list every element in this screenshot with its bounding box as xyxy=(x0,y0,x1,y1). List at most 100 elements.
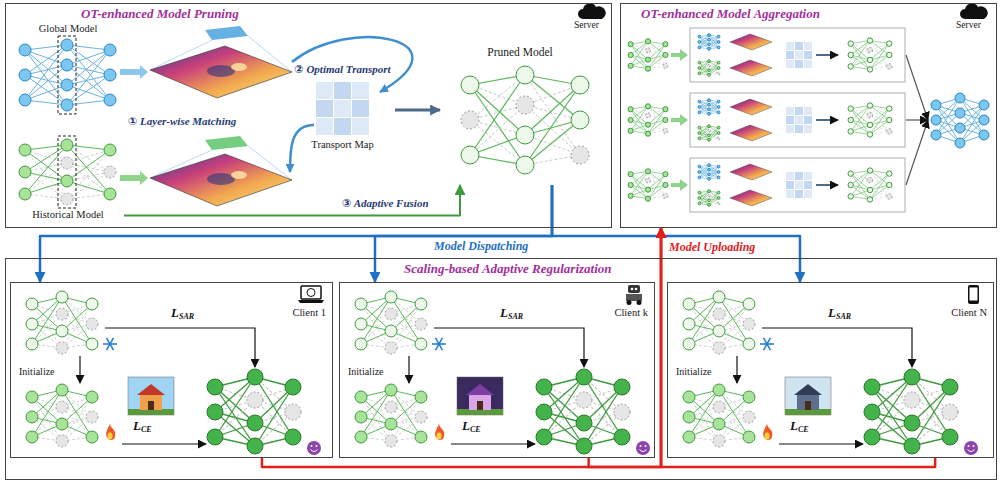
neuron xyxy=(663,52,668,57)
sar-arrow xyxy=(105,328,255,367)
net-edge xyxy=(25,181,67,194)
sar-arrow xyxy=(434,328,584,367)
neuron xyxy=(717,191,720,194)
neuron xyxy=(645,169,650,174)
neuron xyxy=(628,52,633,57)
neuron xyxy=(708,168,711,171)
neuron xyxy=(717,126,720,129)
subscript: SAR xyxy=(179,312,194,321)
neuron xyxy=(86,298,98,310)
curved-arrow xyxy=(292,37,412,92)
neuron xyxy=(717,106,720,109)
transport-cell xyxy=(804,116,812,124)
trainable-icon xyxy=(435,424,444,440)
net-edge xyxy=(648,180,665,195)
neuron xyxy=(645,57,650,62)
neuron xyxy=(104,94,116,106)
neuron xyxy=(536,429,552,445)
transport-cell xyxy=(316,82,333,99)
net-edge xyxy=(67,181,110,194)
photo-sky xyxy=(457,377,503,415)
edge-label: Model Dispatching xyxy=(432,239,530,253)
photo-roof xyxy=(794,384,822,395)
node-text: Initialize xyxy=(19,366,55,378)
server-panel: OT-enhanced Model PruningGlobal ModelHis… xyxy=(5,3,612,228)
neuron xyxy=(355,318,367,330)
mini-feature-map xyxy=(730,34,772,50)
neuron xyxy=(56,401,68,413)
transport-cell xyxy=(352,82,369,99)
neuron xyxy=(285,429,301,445)
neuron xyxy=(867,197,872,202)
neuron xyxy=(415,431,427,443)
feature-blob xyxy=(207,173,235,185)
smiley-icon xyxy=(307,441,321,455)
neuron xyxy=(645,187,650,192)
neuron xyxy=(104,166,116,178)
node-text: LSAR xyxy=(500,305,523,321)
neuron xyxy=(931,100,941,110)
model-group: Historical Model xyxy=(12,132,124,227)
net-edge xyxy=(67,65,110,100)
neuron xyxy=(56,384,68,396)
node-text: LSAR xyxy=(828,305,851,321)
neuron xyxy=(19,144,31,156)
neuron xyxy=(645,48,650,53)
net-edge xyxy=(631,50,648,65)
transport-cell xyxy=(804,125,812,133)
node-text: Client k xyxy=(614,307,648,320)
neuron xyxy=(683,338,695,350)
net-edge xyxy=(67,145,110,172)
neuron xyxy=(887,117,892,122)
transport-cell xyxy=(804,190,812,198)
neuron xyxy=(385,435,397,447)
neuron xyxy=(955,138,965,148)
photo-house xyxy=(469,394,491,410)
neuron xyxy=(247,392,263,408)
photo-house xyxy=(797,394,819,410)
mini-pruning-box xyxy=(690,28,905,82)
laptop-icon xyxy=(301,286,321,299)
neuron xyxy=(56,435,68,447)
net-edge xyxy=(470,105,525,155)
curved-arrow xyxy=(290,125,314,172)
transport-cell xyxy=(786,190,794,198)
neuron xyxy=(86,318,98,330)
node-text: Initialize xyxy=(348,366,384,378)
neuron xyxy=(61,157,73,169)
feature-blob xyxy=(231,171,247,179)
neuron xyxy=(708,134,711,137)
neuron xyxy=(931,115,941,125)
neuron xyxy=(61,193,73,205)
neuron xyxy=(717,61,720,64)
net-edge xyxy=(25,163,67,194)
neuron xyxy=(708,112,711,115)
laptop-icon xyxy=(298,300,324,303)
neuron xyxy=(683,318,695,330)
neuron xyxy=(645,122,650,127)
neuron xyxy=(355,411,367,423)
mini-feature-map xyxy=(730,125,772,141)
smiley-icon xyxy=(964,441,978,455)
neuron xyxy=(385,342,397,354)
node-text: OT-enhanced Model Aggregation xyxy=(641,6,820,22)
neuron xyxy=(887,194,892,199)
feature-blob xyxy=(207,65,235,77)
neuron xyxy=(61,139,73,151)
neuron xyxy=(887,106,892,111)
neuron xyxy=(571,76,589,94)
neuron xyxy=(56,291,68,303)
layer-box xyxy=(58,136,76,208)
neuron xyxy=(19,166,31,178)
neuron xyxy=(663,193,668,198)
neuron xyxy=(663,182,668,187)
transport-cell xyxy=(795,107,803,115)
neuron xyxy=(698,35,701,38)
neuron xyxy=(26,318,38,330)
node-text: Initialize xyxy=(676,366,712,378)
neuron xyxy=(708,34,711,37)
neuron xyxy=(207,379,223,395)
neuron xyxy=(516,96,534,114)
transport-cell xyxy=(352,118,369,135)
transport-cell xyxy=(804,60,812,68)
